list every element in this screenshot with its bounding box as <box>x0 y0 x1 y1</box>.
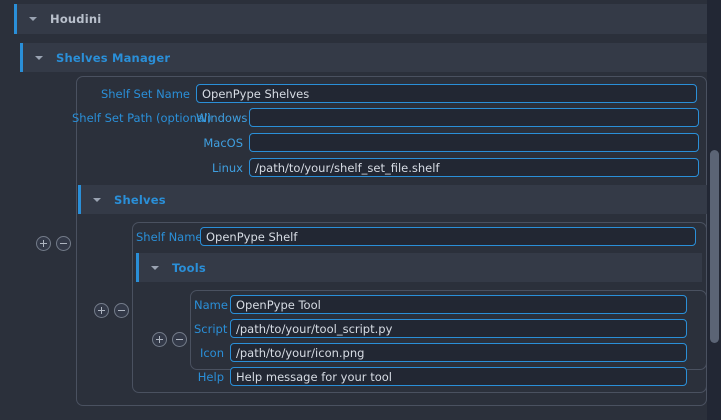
remove-shelf-button[interactable] <box>56 236 71 251</box>
label-tool-help: Help <box>197 369 224 384</box>
vertical-scrollbar-track[interactable] <box>707 0 721 420</box>
label-shelf-set-path: Shelf Set Path (optional) <box>72 110 212 125</box>
group-header-tools[interactable]: Tools <box>136 253 702 282</box>
field-shelf-set-path-macos: MacOS <box>72 133 699 152</box>
input-tool-help[interactable] <box>230 367 687 386</box>
field-shelf-set-path-windows: Shelf Set Path (optional) Windows <box>72 108 699 127</box>
field-tool-icon: Icon <box>194 343 703 362</box>
label-tool-script: Script <box>194 321 228 336</box>
field-tool-help: Help <box>194 367 703 386</box>
add-tool-button[interactable] <box>94 303 109 318</box>
input-tool-script[interactable] <box>230 319 687 338</box>
input-tool-icon[interactable] <box>230 343 687 362</box>
field-tool-script: Script <box>194 319 703 338</box>
label-tool-name: Name <box>194 297 228 312</box>
group-accent-bar-houdini <box>14 4 17 34</box>
input-tool-name[interactable] <box>230 295 687 314</box>
add-shelf-button[interactable] <box>36 236 51 251</box>
group-title-shelves-manager: Shelves Manager <box>56 50 171 65</box>
group-title-houdini: Houdini <box>50 12 102 26</box>
label-shelf-name: Shelf Name <box>136 229 203 244</box>
label-shelf-set-name: Shelf Set Name <box>100 86 190 101</box>
group-accent-bar-shelves <box>78 185 81 214</box>
group-header-houdini[interactable]: Houdini <box>14 4 707 34</box>
field-shelf-name: Shelf Name <box>136 227 702 246</box>
input-shelf-set-path-macos[interactable] <box>249 133 699 152</box>
label-shelf-set-path-macos: MacOS <box>203 135 243 150</box>
vertical-scrollbar-thumb[interactable] <box>710 150 719 343</box>
chevron-down-icon-houdini[interactable] <box>26 12 40 26</box>
group-header-shelves-manager[interactable]: Shelves Manager <box>20 43 707 72</box>
input-shelf-set-name[interactable] <box>196 84 697 103</box>
input-shelf-set-path-linux[interactable] <box>249 158 699 177</box>
group-accent-bar-shelves-manager <box>20 43 23 72</box>
chevron-down-icon-tools[interactable] <box>148 261 162 275</box>
label-shelf-set-path-linux: Linux <box>212 160 243 175</box>
tool-list-controls <box>94 303 129 318</box>
group-accent-bar-tools <box>136 253 139 282</box>
input-shelf-name[interactable] <box>200 227 696 246</box>
add-tool-item-button[interactable] <box>152 332 167 347</box>
field-shelf-set-name: Shelf Set Name <box>84 84 699 103</box>
remove-tool-button[interactable] <box>114 303 129 318</box>
group-title-shelves: Shelves <box>114 192 166 207</box>
field-shelf-set-path-linux: Linux <box>72 158 699 177</box>
tool-item-controls <box>152 332 187 347</box>
label-tool-icon: Icon <box>199 345 224 360</box>
field-tool-name: Name <box>194 295 703 314</box>
group-title-tools: Tools <box>172 260 206 275</box>
shelf-list-controls <box>36 236 71 251</box>
chevron-down-icon-shelves-manager[interactable] <box>32 51 46 65</box>
chevron-down-icon-shelves[interactable] <box>90 193 104 207</box>
input-shelf-set-path-windows[interactable] <box>249 108 699 127</box>
group-header-shelves[interactable]: Shelves <box>78 185 707 214</box>
remove-tool-item-button[interactable] <box>172 332 187 347</box>
label-shelf-set-path-windows: Windows <box>196 110 248 125</box>
